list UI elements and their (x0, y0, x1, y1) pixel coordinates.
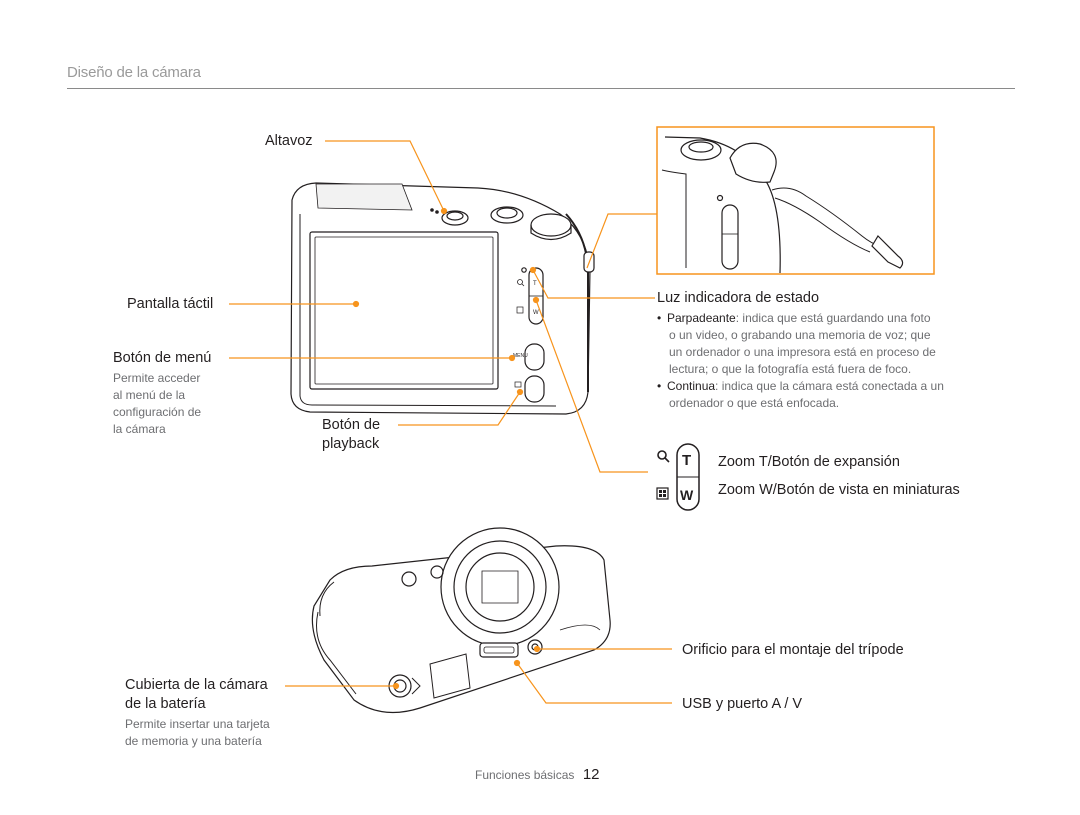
camera-menu-label: MENU (513, 353, 528, 359)
bullet-continuation: lectura; o que la fotografía está fuera … (669, 362, 912, 376)
status-light-description: •Parpadeante: indica que está guardando … (657, 310, 944, 412)
camera-bottom-illustration (311, 527, 611, 714)
battery-desc-line: de memoria y una batería (125, 734, 262, 748)
battery-cover-label: Cubierta de la cámara de la batería (125, 677, 268, 712)
status-bullet-steady: •Continua: indica que la cámara está con… (657, 379, 944, 393)
header-divider (67, 88, 1015, 89)
magnifier-icon (657, 450, 670, 463)
speaker-label: Altavoz (265, 133, 313, 149)
menu-desc-line: Permite acceder (113, 371, 201, 385)
zoom-t-key: T (682, 452, 691, 469)
page-footer: Funciones básicas 12 (475, 766, 600, 784)
thumbnail-grid-icon (656, 487, 669, 500)
menu-desc-line: configuración de (113, 405, 202, 419)
bullet-text: : indica que la cámara está conectada a … (715, 379, 944, 393)
footer-section: Funciones básicas (475, 768, 575, 782)
touchscreen-label: Pantalla táctil (127, 296, 214, 312)
bullet-continuation: o un video, o grabando una memoria de vo… (669, 328, 931, 342)
status-bullet-blinking: •Parpadeante: indica que está guardando … (657, 311, 931, 325)
bullet-text: : indica que está guardando una foto (735, 311, 931, 325)
bullet-term: Continua (667, 379, 716, 393)
zoom-key-icon (676, 443, 700, 511)
menu-desc-line: la cámara (113, 422, 166, 436)
page-number: 12 (582, 766, 600, 783)
bullet-continuation: un ordenador o una impresora está en pro… (669, 345, 936, 359)
playback-button-label: Botón de playback (322, 417, 380, 452)
menu-button-label: Botón de menú (113, 350, 212, 366)
battery-cover-description: Permite insertar una tarjeta de memoria … (125, 716, 270, 750)
camera-back-illustration (290, 182, 595, 415)
strap-detail-inset (656, 126, 935, 275)
battery-label-line1: Cubierta de la cámara (125, 677, 268, 693)
zoom-w-key: W (680, 487, 694, 503)
playback-label-line2: playback (322, 436, 380, 452)
bullet-term: Parpadeante (667, 311, 736, 325)
zoom-w-label: Zoom W/Botón de vista en miniaturas (718, 482, 960, 498)
camera-w-label: W (533, 310, 539, 316)
tripod-mount-label: Orificio para el montaje del trípode (682, 642, 904, 658)
playback-label-line1: Botón de (322, 417, 381, 433)
battery-desc-line: Permite insertar una tarjeta (125, 717, 270, 731)
page-title: Diseño de la cámara (67, 64, 201, 81)
callout-lines (229, 140, 672, 704)
menu-desc-line: al menú de la (113, 388, 186, 402)
usb-av-port-label: USB y puerto A / V (682, 696, 803, 712)
status-light-label: Luz indicadora de estado (657, 290, 820, 306)
battery-label-line2: de la batería (125, 696, 206, 712)
bullet-continuation: ordenador o que está enfocada. (669, 396, 840, 410)
menu-button-description: Permite acceder al menú de la configurac… (113, 370, 201, 438)
zoom-t-label: Zoom T/Botón de expansión (718, 454, 900, 470)
camera-t-label: T (533, 281, 537, 287)
